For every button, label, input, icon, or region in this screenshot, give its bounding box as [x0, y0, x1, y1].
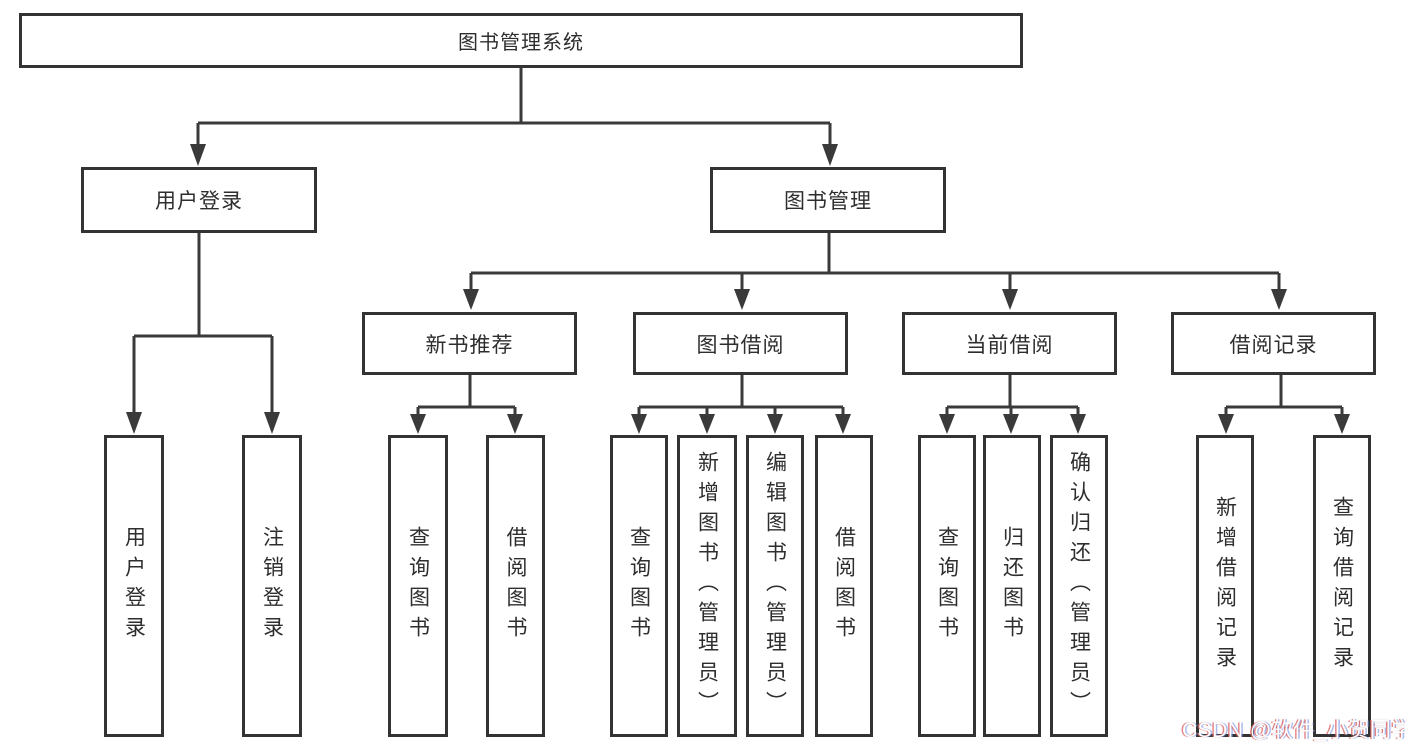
node-current-borrow: 当前借阅	[902, 312, 1117, 375]
node-book-borrow: 图书借阅	[633, 312, 848, 375]
leaf-add-borrow-record: 新增借阅记录	[1196, 435, 1254, 737]
node-borrow-records: 借阅记录	[1171, 312, 1376, 375]
node-user-login: 用户登录	[81, 167, 317, 233]
node-root-system: 图书管理系统	[19, 13, 1023, 68]
leaf-edit-book-admin: 编辑图书（管理员）	[746, 435, 804, 737]
leaf-query-books-current: 查询图书	[918, 435, 976, 737]
leaf-confirm-return-admin: 确认归还（管理员）	[1050, 435, 1108, 737]
leaf-query-books-borrow: 查询图书	[610, 435, 668, 737]
leaf-query-borrow-record: 查询借阅记录	[1313, 435, 1371, 737]
leaf-add-book-admin: 新增图书（管理员）	[677, 435, 737, 737]
leaf-query-books-recommend: 查询图书	[388, 435, 448, 737]
leaf-return-book: 归还图书	[983, 435, 1041, 737]
node-new-book-recommend: 新书推荐	[362, 312, 577, 375]
node-book-management: 图书管理	[710, 167, 946, 233]
csdn-watermark: CSDN @软件_小贺同学	[1182, 719, 1405, 742]
leaf-logout: 注销登录	[242, 435, 302, 737]
leaf-user-login: 用户登录	[104, 435, 164, 737]
leaf-borrow-books-recommend: 借阅图书	[486, 435, 545, 737]
leaf-borrow-books: 借阅图书	[815, 435, 873, 737]
